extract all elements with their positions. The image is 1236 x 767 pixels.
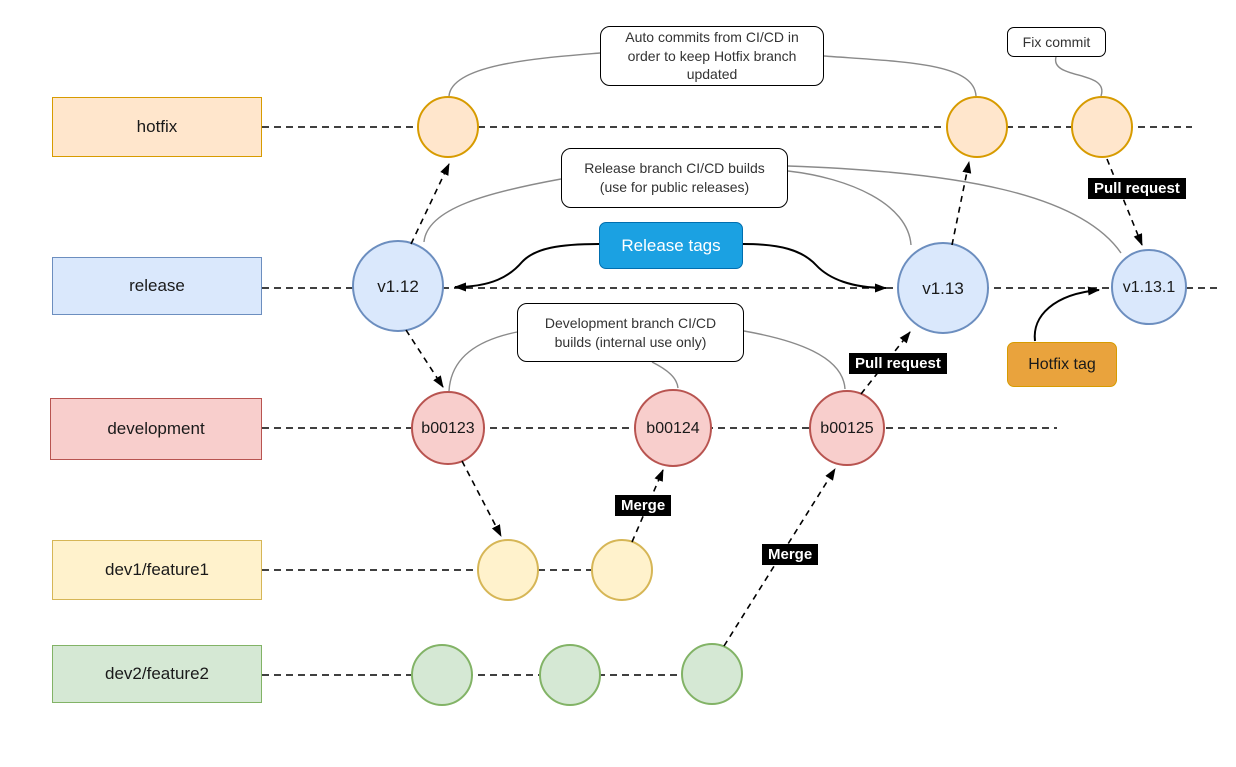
- commit-node-feature2-1: [411, 644, 473, 706]
- commit-node-dev-b00125: [809, 390, 885, 466]
- merge-label-feature2: Merge: [762, 544, 819, 565]
- commit-node-dev-b00124: [634, 389, 712, 467]
- release-tags-badge-text: Release tags: [621, 235, 721, 255]
- commit-label-b00123: b00123: [421, 420, 475, 437]
- arrow-v1-12-to-hotfix1: [410, 163, 450, 245]
- commit-label-v1-13-1: v1.13.1: [1122, 279, 1176, 296]
- arrow-b00123-to-feature1: [461, 460, 502, 537]
- branch-label-release: release: [52, 257, 262, 315]
- callout-auto-commits-text: Auto commits from CI/CD in order to keep…: [625, 28, 799, 83]
- connector-releasebuilds-to-v1-12: [423, 178, 562, 243]
- connector-devbuilds-to-b00125: [743, 330, 846, 390]
- pull-request-label-text: Pull request: [1094, 180, 1180, 197]
- commit-node-feature1-2: [591, 539, 653, 601]
- branch-label-dev1-text: dev1/feature1: [105, 560, 209, 579]
- branch-label-development-text: development: [107, 419, 205, 438]
- pull-request-label-development: Pull request: [849, 353, 947, 374]
- commit-node-hotfix-3: [1071, 96, 1133, 158]
- commit-label-b00125: b00125: [820, 420, 874, 437]
- branch-label-dev1-feature1: dev1/feature1: [52, 540, 262, 600]
- callout-release-builds-text: Release branch CI/CD builds (use for pub…: [584, 160, 765, 195]
- branch-label-development: development: [50, 398, 262, 460]
- commit-node-release-v1-13-1: [1111, 249, 1187, 325]
- branch-label-hotfix: hotfix: [52, 97, 262, 157]
- merge-label-text: Merge: [768, 546, 813, 563]
- branch-label-dev2-text: dev2/feature2: [105, 664, 209, 683]
- callout-dev-builds: Development branch CI/CD builds (interna…: [517, 303, 744, 362]
- connector-devbuilds-to-b00124: [651, 361, 679, 389]
- commit-label-b00124: b00124: [646, 420, 700, 437]
- commit-node-release-v1-13: [897, 242, 989, 334]
- arrow-releasetags-to-v1-12: [454, 243, 600, 292]
- connector-releasebuilds-to-v1-13: [787, 170, 912, 246]
- pull-request-label-text: Pull request: [855, 355, 941, 372]
- merge-label-feature1: Merge: [615, 495, 672, 516]
- callout-fix-commit: Fix commit: [1007, 27, 1106, 57]
- arrow-v1-12-to-b00123: [405, 329, 444, 388]
- merge-label-text: Merge: [621, 497, 666, 514]
- arrow-releasetags-to-v1-13: [742, 243, 887, 293]
- commit-node-feature2-3: [681, 643, 743, 705]
- hotfix-tag-badge-text: Hotfix tag: [1028, 355, 1096, 373]
- arrow-b00125-pr-to-v1-13: [860, 331, 911, 395]
- connector-fixcommit-to-hotfix3: [1055, 56, 1103, 97]
- commit-node-feature2-2: [539, 644, 601, 706]
- release-tags-badge: Release tags: [599, 222, 743, 269]
- connector-releasebuilds-to-v1-13-1: [787, 165, 1122, 254]
- branch-label-hotfix-text: hotfix: [136, 117, 178, 136]
- branch-label-dev2-feature2: dev2/feature2: [52, 645, 262, 703]
- connector-autocommits-to-hotfix2: [823, 55, 977, 97]
- arrow-feature1-merge-to-b00124: [631, 469, 664, 543]
- arrow-hotfixtag-to-v1-13-1: [1033, 286, 1100, 342]
- commit-node-dev-b00123: [411, 391, 485, 465]
- arrow-hotfix3-pr-to-v1-13-1: [1106, 158, 1143, 246]
- commit-node-hotfix-2: [946, 96, 1008, 158]
- commit-node-release-v1-12: [352, 240, 444, 332]
- pull-request-label-hotfix: Pull request: [1088, 178, 1186, 199]
- callout-auto-commits: Auto commits from CI/CD in order to keep…: [600, 26, 824, 86]
- hotfix-tag-badge: Hotfix tag: [1007, 342, 1117, 387]
- branch-label-release-text: release: [129, 276, 185, 295]
- commit-node-hotfix-1: [417, 96, 479, 158]
- commit-label-v1-12: v1.12: [377, 277, 419, 296]
- commit-node-feature1-1: [477, 539, 539, 601]
- commit-label-v1-13: v1.13: [922, 279, 964, 298]
- connector-autocommits-to-hotfix1: [448, 52, 601, 97]
- connector-devbuilds-to-b00123: [448, 331, 518, 392]
- arrow-v1-13-to-hotfix2: [951, 161, 972, 246]
- callout-fix-commit-text: Fix commit: [1022, 33, 1091, 50]
- callout-release-builds: Release branch CI/CD builds (use for pub…: [561, 148, 788, 208]
- callout-dev-builds-text: Development branch CI/CD builds (interna…: [544, 314, 717, 350]
